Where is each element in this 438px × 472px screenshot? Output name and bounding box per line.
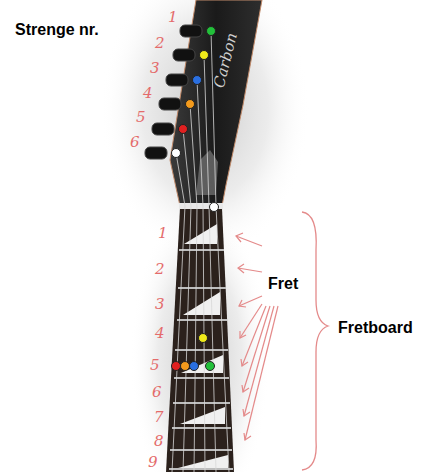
shadow (130, 200, 270, 472)
fret-number: 3 (155, 297, 165, 312)
fret-arrows (236, 233, 278, 440)
string-number: 1 (168, 10, 178, 25)
fret-number: 1 (158, 226, 168, 241)
heading-label: Strenge nr. (15, 22, 99, 38)
fret-number: 4 (155, 326, 165, 341)
string-number: 4 (143, 86, 153, 101)
headstock (170, 0, 262, 206)
fretboard (166, 208, 234, 472)
fret-number: 5 (150, 358, 160, 373)
part-label: Fret (268, 276, 298, 292)
bracket (302, 212, 328, 470)
string-number: 6 (130, 135, 140, 150)
fret-number: 9 (148, 455, 158, 470)
fret-number: 6 (152, 385, 162, 400)
string-number: 2 (155, 36, 165, 51)
part-label: Fretboard (338, 320, 413, 336)
string-dots (172, 27, 219, 371)
strings (172, 31, 229, 472)
string-number: 5 (136, 110, 146, 125)
fret-number: 2 (155, 262, 165, 277)
fret-number: 8 (154, 434, 164, 449)
string-number: 3 (150, 61, 160, 76)
fret-number: 7 (154, 410, 164, 425)
tuner-pegs (145, 25, 202, 159)
inlays (178, 224, 228, 468)
